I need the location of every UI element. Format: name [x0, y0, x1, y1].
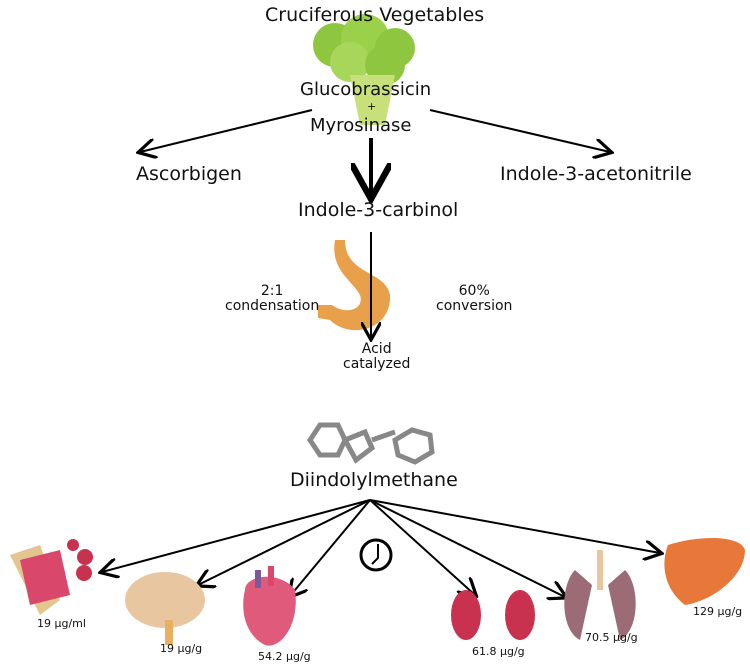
condensation-label: 2:1 condensation [225, 283, 320, 315]
arrow-to-indole-acetonitrile [429, 109, 610, 152]
title: Cruciferous Vegetables [265, 4, 485, 26]
plus-sign: + [367, 100, 377, 113]
distribution-arrows [102, 499, 660, 597]
brain-image [125, 572, 205, 645]
indole-acetonitrile-label: Indole-3-acetonitrile [500, 163, 692, 185]
myrosinase-label: Myrosinase [310, 115, 412, 136]
diindolylmethane-label: Diindolylmethane [290, 469, 458, 491]
tissue-value-kidneys: 61.8 µg/g [472, 645, 525, 658]
tissue-value-heart: 54.2 µg/g [258, 650, 311, 663]
tissue-value-blood: 19 µg/ml [37, 617, 86, 630]
blood-vessel-image [10, 539, 93, 615]
acid-catalyzed-label: Acid catalyzed [343, 341, 411, 373]
liver-image [664, 538, 745, 605]
stomach-image [318, 240, 391, 331]
ascorbigen-label: Ascorbigen [136, 163, 242, 185]
arrow-to-ascorbigen [140, 109, 313, 152]
indole-carbinol-label: Indole-3-carbinol [298, 199, 459, 221]
conversion-label: 60% conversion [436, 283, 513, 315]
broccoli-image [313, 14, 415, 125]
tissue-value-lungs: 70.5 µg/g [585, 631, 638, 644]
kidneys-image [451, 590, 535, 640]
diindolylmethane-molecule [306, 422, 435, 465]
lungs-image [564, 550, 636, 640]
heart-image [243, 566, 296, 646]
tissue-value-liver: 129 µg/g [693, 605, 743, 618]
clock-icon [359, 538, 393, 572]
glucobrassicin-label: Glucobrassicin [300, 79, 432, 100]
tissue-value-brain: 19 µg/g [160, 642, 203, 655]
